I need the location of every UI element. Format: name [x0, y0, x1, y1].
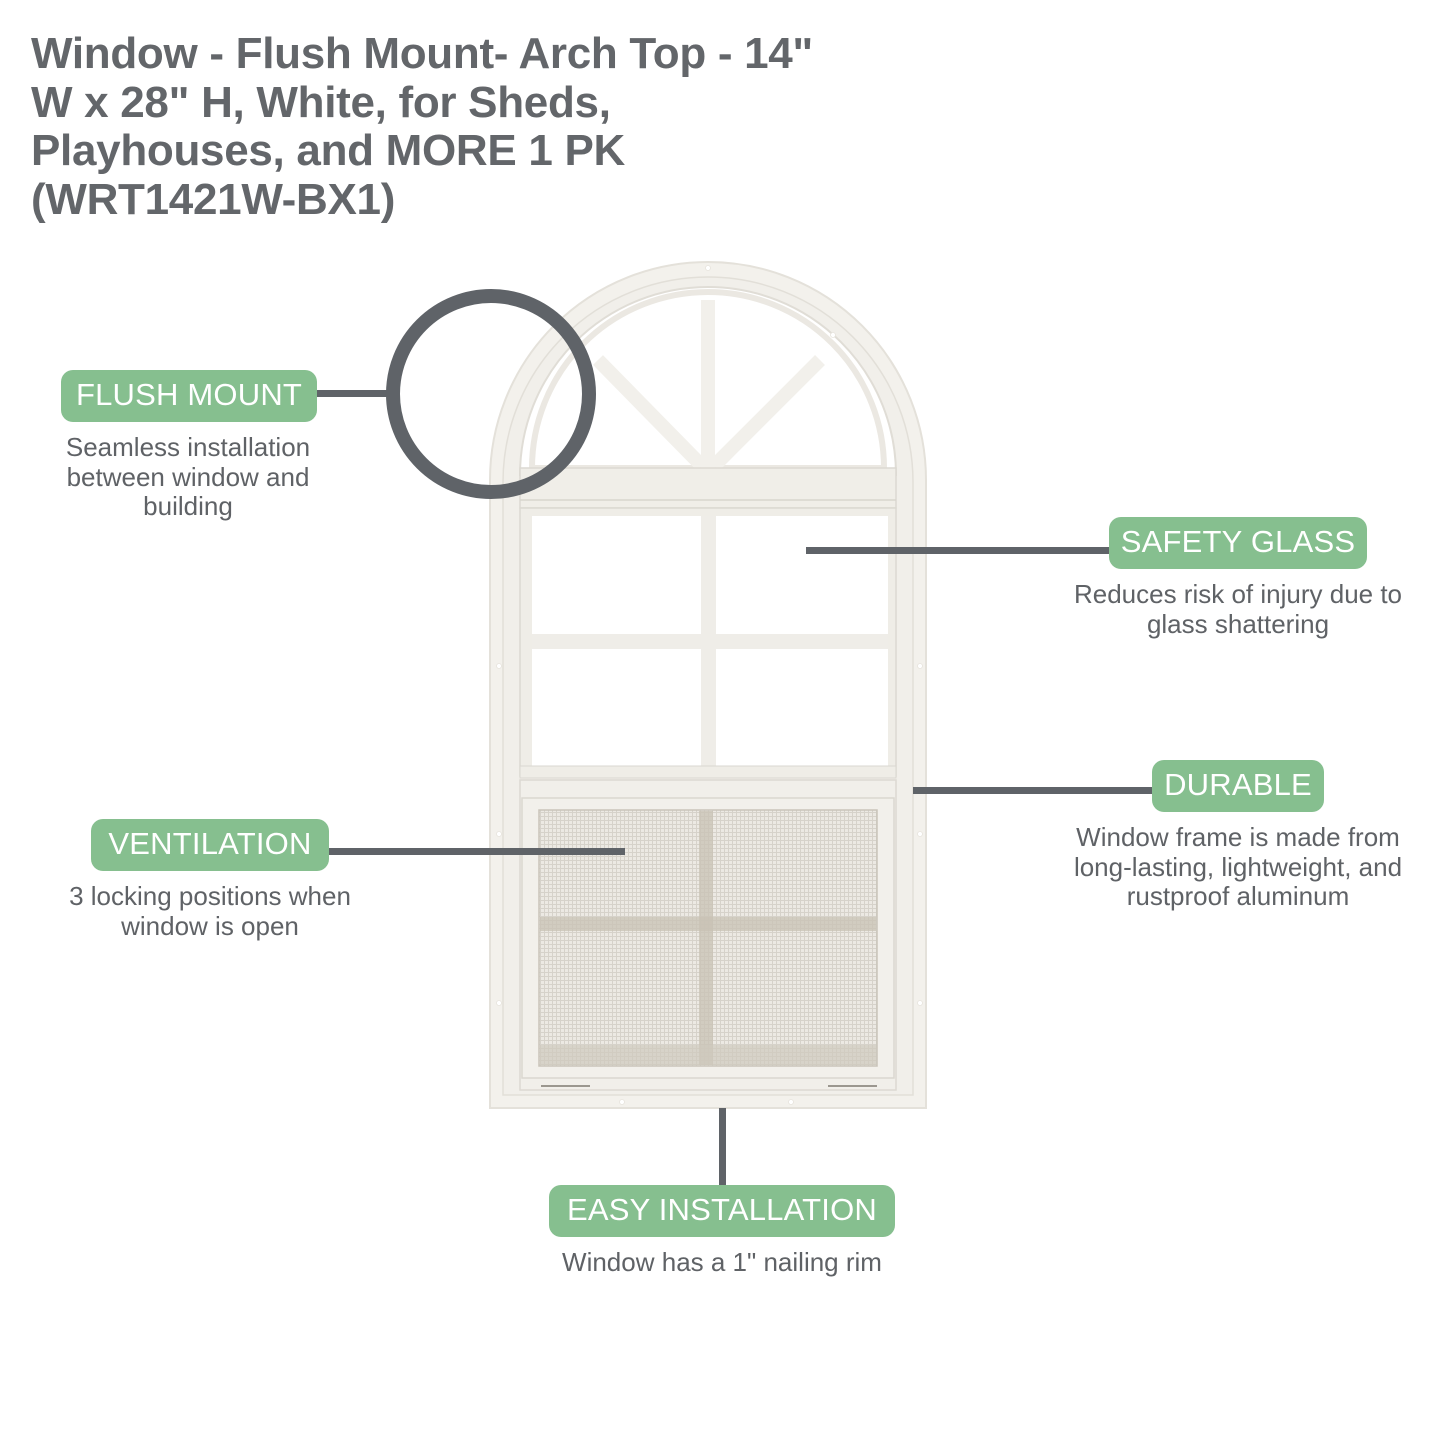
easy-installation-badge: EASY INSTALLATION	[549, 1185, 895, 1237]
title-line-1: Window - Flush Mount- Arch Top - 14"	[31, 29, 813, 78]
ventilation-description: 3 locking positions when window is open	[40, 881, 380, 941]
safety-glass-description: Reduces risk of injury due to glass shat…	[1048, 579, 1428, 639]
easy-installation-connector	[719, 1108, 726, 1186]
desc-line: 3 locking positions when	[69, 881, 351, 911]
durable-description: Window frame is made from long-lasting, …	[1048, 822, 1428, 912]
desc-line: glass shattering	[1146, 608, 1330, 639]
flush-mount-connector	[316, 390, 388, 397]
flush-mount-description: Seamless installation between window and…	[40, 432, 336, 522]
title-line-3: Playhouses, and MORE 1 PK	[31, 126, 625, 175]
desc-line: Reduces risk of injury due to	[1073, 579, 1403, 609]
desc-line: between window and	[66, 461, 310, 492]
safety-glass-badge: SAFETY GLASS	[1109, 517, 1367, 569]
desc-line: building	[143, 491, 233, 521]
window-frame	[489, 261, 927, 1109]
ventilation-connector	[327, 848, 625, 855]
easy-installation-description: Window has a 1" nailing rim	[522, 1247, 922, 1278]
desc-line: Window has a 1" nailing rim	[562, 1247, 882, 1277]
flush-mount-badge: FLUSH MOUNT	[61, 370, 317, 422]
desc-line: window is open	[121, 910, 299, 941]
durable-connector	[913, 787, 1154, 794]
title-line-4: (WRT1421W-BX1)	[31, 174, 396, 224]
flush-mount-magnify-circle	[386, 289, 596, 499]
desc-line: Seamless installation	[65, 432, 311, 462]
safety-glass-connector	[806, 547, 1111, 554]
desc-line: rustproof aluminum	[1126, 881, 1350, 911]
desc-line: long-lasting, lightweight, and	[1073, 851, 1403, 882]
ventilation-badge: VENTILATION	[91, 819, 329, 871]
desc-line: Window frame is made from	[1076, 822, 1400, 852]
durable-badge: DURABLE	[1152, 760, 1324, 812]
title-line-2: W x 28" H, White, for Sheds,	[31, 77, 611, 127]
product-title: Window - Flush Mount- Arch Top - 14" W x…	[31, 29, 891, 224]
